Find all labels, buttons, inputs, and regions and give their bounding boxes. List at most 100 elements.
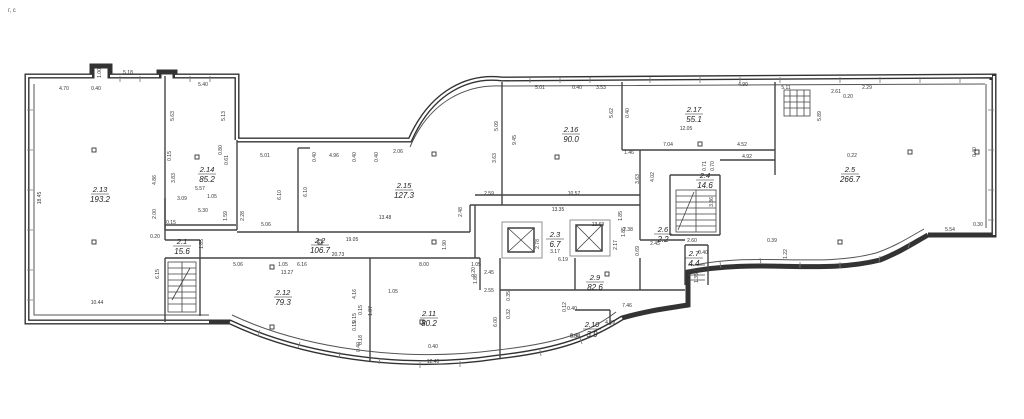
- dimension-label: 4.92: [742, 154, 752, 160]
- dimension-label: 0.40: [374, 152, 380, 162]
- room-area: 55.1: [686, 115, 702, 124]
- room-area: 106.7: [310, 246, 331, 255]
- dimension-label: 0.30: [973, 222, 983, 228]
- dimension-label: 0.70: [710, 161, 716, 171]
- dimension-label: 0.84: [570, 334, 580, 340]
- dimension-label: 3.09: [177, 196, 187, 202]
- dimension-label: 0.40: [972, 147, 978, 157]
- room-area: 82.6: [587, 283, 603, 292]
- dimension-label: 5.18: [123, 70, 133, 76]
- dimension-label: 9.45: [512, 135, 518, 145]
- dimension-label: 1.05: [207, 194, 217, 200]
- dimension-label: 13.27: [281, 270, 294, 276]
- dimension-label: 4.70: [59, 86, 69, 92]
- dimension-label: 12.40: [427, 359, 440, 365]
- dimension-label: 5.13: [221, 111, 227, 121]
- room-area: 85.2: [199, 175, 215, 184]
- dimension-label: 4.16: [352, 289, 358, 299]
- dimension-label: 1.05: [388, 289, 398, 295]
- room-area: 79.3: [275, 298, 291, 307]
- dimension-label: 2.48: [458, 207, 464, 217]
- facade-glazing: [27, 76, 994, 368]
- dimension-label: 2.38: [623, 227, 633, 233]
- dimension-label: 6.16: [297, 262, 307, 268]
- dimension-label: 10.57: [568, 191, 581, 197]
- dimension-label: 5.54: [945, 227, 955, 233]
- dimension-label: 5.62: [609, 108, 615, 118]
- dimension-label: 1.90: [442, 240, 448, 250]
- dimension-label: 2.29: [862, 85, 872, 91]
- dimension-label: 5.06: [233, 262, 243, 268]
- dimension-label: 1.46: [624, 150, 634, 156]
- dimension-label: 0.40: [698, 250, 708, 256]
- dimension-label: 6.00: [493, 317, 499, 327]
- partitions: [164, 76, 776, 362]
- dimension-label: 1.22: [783, 249, 789, 259]
- outer-wall-inner-line: [25, 74, 996, 364]
- dimension-label: 20.73: [332, 252, 345, 258]
- dimension-label: 5.01: [535, 85, 545, 91]
- dimension-label: 0.40: [572, 85, 582, 91]
- dimension-label: 10.44: [91, 300, 104, 306]
- room-number: 2.5: [844, 165, 856, 174]
- dimension-label: 2.45: [650, 241, 660, 247]
- dimension-label: 0.40: [625, 108, 631, 118]
- stair-north-east: [783, 89, 811, 117]
- dimension-label: 0.12: [562, 302, 568, 312]
- room-number: 2.17: [686, 105, 702, 114]
- dimension-label: 1.59: [223, 211, 229, 221]
- room-label-2-6: 2.62.2: [654, 225, 672, 244]
- room-number: 2.12: [275, 288, 291, 297]
- dimension-label: 0.20: [150, 234, 160, 240]
- room-area: 127.3: [394, 191, 415, 200]
- dimension-label: 2.17: [613, 240, 619, 250]
- dimension-label: 0.20: [471, 267, 477, 277]
- dimension-label: 5.40: [198, 82, 208, 88]
- dimension-label: 2.06: [393, 149, 403, 155]
- dimension-label: 0.15: [167, 151, 173, 161]
- dimension-label: 5.57: [195, 186, 205, 192]
- dimension-label: 3.63: [635, 174, 641, 184]
- dimension-label: 0.20: [843, 94, 853, 100]
- dimension-label: 5.09: [494, 121, 500, 131]
- room-label-2-7: 2.74.4: [685, 249, 703, 268]
- dimension-label: 0.18: [358, 335, 364, 345]
- dimension-label: 0.32: [506, 309, 512, 319]
- dimension-label: 1.05: [471, 262, 481, 268]
- dimension-label: 13.69: [592, 222, 605, 228]
- dimension-label: 0.39: [767, 238, 777, 244]
- dimension-label: 2.78: [535, 239, 541, 249]
- dimension-label: 5.01: [260, 153, 270, 159]
- room-number: 2.6: [657, 225, 669, 234]
- room-area: 3.9: [586, 330, 598, 339]
- room-number: 2.10: [584, 320, 600, 329]
- dimension-label: 5.63: [170, 111, 176, 121]
- dimension-label: 7.46: [622, 303, 632, 309]
- dimension-label: 6.15: [155, 269, 161, 279]
- dimension-label: 0.40: [428, 344, 438, 350]
- dimension-label: 6.10: [303, 187, 309, 197]
- dimension-label: 0.69: [635, 246, 641, 256]
- dimension-label: 0.15: [352, 321, 358, 331]
- dimension-label: 0.61: [224, 155, 230, 165]
- dimension-label: 0.15: [352, 313, 358, 323]
- dimension-label: 1.05: [278, 262, 288, 268]
- dimension-label: 0.71: [702, 161, 708, 171]
- room-label-2-4: 2.414.6: [696, 171, 714, 190]
- dimension-label: 1.86: [473, 274, 479, 284]
- dimension-label: 13.48: [379, 215, 392, 221]
- dimension-label: 5.89: [817, 111, 823, 121]
- dimension-label: 8.00: [419, 262, 429, 268]
- room-area: 15.6: [174, 247, 190, 256]
- dimension-label: 0.40: [356, 342, 362, 352]
- dimension-label: 2.55: [484, 288, 494, 294]
- dimension-label: 4.90: [738, 82, 748, 88]
- room-label-2-3: 2.36.7: [546, 230, 564, 249]
- dimension-label: 1.87: [368, 306, 374, 316]
- dimension-label: 13.35: [552, 207, 565, 213]
- dimension-label: 1.85: [618, 211, 624, 221]
